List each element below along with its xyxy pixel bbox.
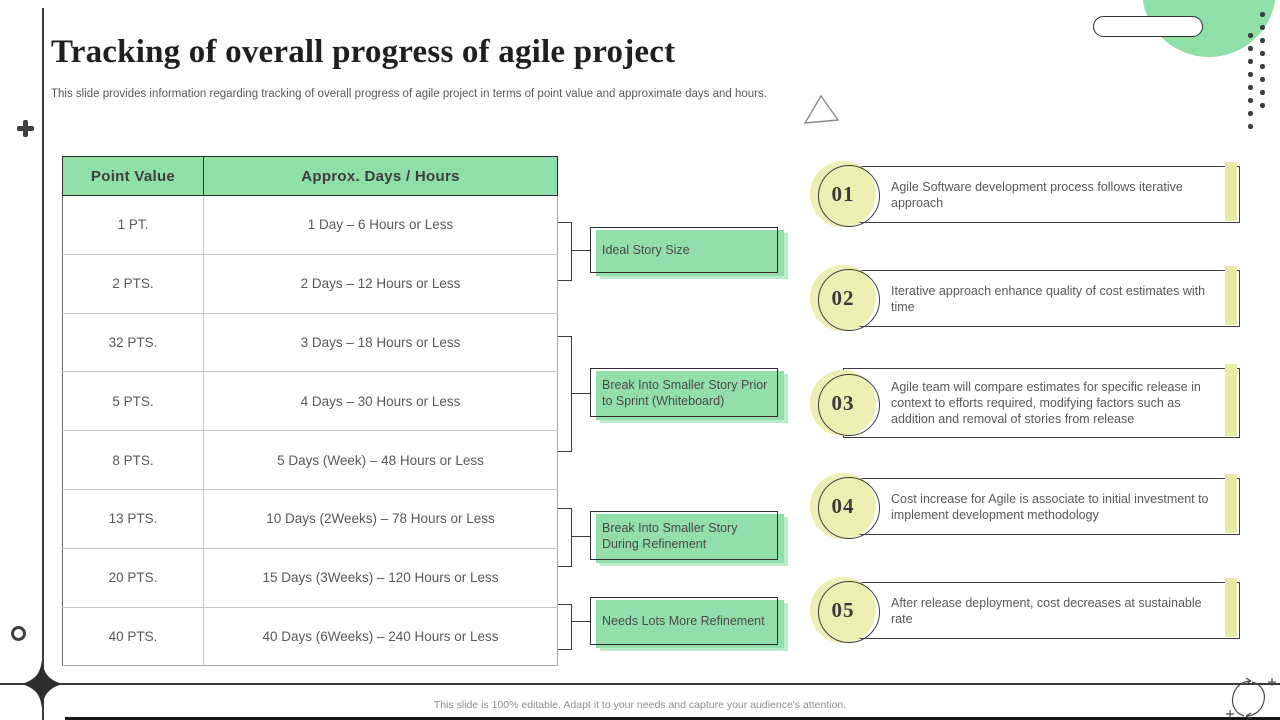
- label-fill: [596, 371, 784, 420]
- cell-point-value: 8 PTS.: [62, 430, 204, 490]
- point-value-table: Point Value Approx. Days / Hours 1 PT.1 …: [62, 156, 558, 667]
- table-header-days-hours: Approx. Days / Hours: [203, 156, 558, 196]
- cell-point-value: 13 PTS.: [62, 488, 204, 549]
- connector-label-1: [571, 250, 590, 252]
- dot-decoration: [1248, 111, 1253, 116]
- cell-days-hours: 40 Days (6Weeks) – 240 Hours or Less: [203, 606, 558, 667]
- point-badge-outline: [818, 581, 880, 643]
- table-header-point-value: Point Value: [62, 156, 204, 196]
- point-text: After release deployment, cost decreases…: [891, 595, 1202, 626]
- cell-point-value: 2 PTS.: [62, 253, 204, 314]
- label-ideal-story-size: Ideal Story Size: [590, 227, 788, 279]
- dot-decoration: [1248, 98, 1253, 103]
- footer-note: This slide is 100% editable. Adapt it to…: [433, 699, 847, 711]
- point-box-01: Agile Software development process follo…: [843, 162, 1240, 223]
- pill-outline-decoration: [1093, 16, 1203, 37]
- ring-icon: [11, 626, 26, 641]
- label-fill: [596, 230, 784, 276]
- dot-decoration: [1260, 64, 1265, 69]
- table-row: 2 PTS.2 Days – 12 Hours or Less: [62, 253, 558, 314]
- cell-point-value: 40 PTS.: [62, 606, 204, 667]
- dot-decoration: [1260, 51, 1265, 56]
- dot-decoration: [1260, 103, 1265, 108]
- point-text: Iterative approach enhance quality of co…: [891, 283, 1206, 314]
- page-subtitle: This slide provides information regardin…: [51, 88, 767, 100]
- point-box-05: After release deployment, cost decreases…: [843, 578, 1240, 639]
- connector-label-2: [571, 393, 590, 395]
- connector-label-3: [571, 536, 590, 538]
- cell-point-value: 1 PT.: [62, 195, 204, 255]
- cell-days-hours: 3 Days – 18 Hours or Less: [203, 312, 558, 373]
- label-break-during-refinement: Break Into Smaller Story During Refineme…: [590, 511, 788, 566]
- bracket-rows-6-7: [558, 508, 572, 567]
- cell-days-hours: 5 Days (Week) – 48 Hours or Less: [203, 430, 558, 490]
- label-text: Break Into Smaller Story During Refineme…: [602, 520, 738, 551]
- cell-point-value: 32 PTS.: [62, 312, 204, 373]
- dot-decoration: [1248, 59, 1253, 64]
- point-text: Agile Software development process follo…: [891, 179, 1183, 210]
- table-row: 1 PT.1 Day – 6 Hours or Less: [62, 195, 558, 255]
- table-row: 40 PTS.40 Days (6Weeks) – 240 Hours or L…: [62, 606, 558, 667]
- table-row: 32 PTS.3 Days – 18 Hours or Less: [62, 312, 558, 373]
- table-row: 13 PTS.10 Days (2Weeks) – 78 Hours or Le…: [62, 488, 558, 549]
- cycle-arrows-icon: [1226, 677, 1276, 720]
- dot-decoration: [1248, 124, 1253, 129]
- point-text: Cost increase for Agile is associate to …: [891, 491, 1209, 522]
- label-text: Needs Lots More Refinement: [602, 614, 765, 628]
- dot-decoration: [1248, 46, 1253, 51]
- point-strip: [1225, 364, 1237, 436]
- point-strip: [1225, 266, 1237, 325]
- cell-days-hours: 1 Day – 6 Hours or Less: [203, 195, 558, 255]
- plus-icon: [17, 120, 34, 137]
- point-badge-outline: [818, 374, 880, 436]
- dot-decoration: [1260, 12, 1265, 17]
- label-text: Ideal Story Size: [602, 243, 690, 257]
- cell-point-value: 5 PTS.: [62, 371, 204, 432]
- label-text: Break Into Smaller Story Prior to Sprint…: [602, 377, 768, 408]
- point-text: Agile team will compare estimates for sp…: [891, 380, 1201, 426]
- label-break-prior-sprint: Break Into Smaller Story Prior to Sprint…: [590, 368, 788, 423]
- dot-decoration: [1248, 72, 1253, 77]
- cell-days-hours: 4 Days – 30 Hours or Less: [203, 371, 558, 432]
- point-strip: [1225, 162, 1237, 221]
- vertical-rule: [42, 8, 44, 720]
- dot-decoration: [1260, 90, 1265, 95]
- cell-days-hours: 10 Days (2Weeks) – 78 Hours or Less: [203, 488, 558, 549]
- bracket-rows-3-5: [558, 336, 572, 452]
- sparkle-star-icon: [22, 660, 62, 708]
- cell-days-hours: 2 Days – 12 Hours or Less: [203, 253, 558, 314]
- point-box-03: Agile team will compare estimates for sp…: [843, 364, 1240, 438]
- label-needs-more-refinement: Needs Lots More Refinement: [590, 597, 788, 651]
- dot-decoration: [1248, 85, 1253, 90]
- point-badge-outline: [818, 477, 880, 539]
- dot-decoration: [1248, 33, 1253, 38]
- dot-decoration: [1260, 77, 1265, 82]
- point-badge-outline: [818, 269, 880, 331]
- bracket-row-8: [558, 604, 572, 650]
- label-fill: [596, 600, 784, 648]
- table-row: 5 PTS.4 Days – 30 Hours or Less: [62, 371, 558, 432]
- bracket-rows-1-2: [558, 222, 572, 281]
- triangle-icon: [803, 94, 840, 124]
- dot-decoration: [1260, 25, 1265, 30]
- cell-point-value: 20 PTS.: [62, 547, 204, 608]
- page-title: Tracking of overall progress of agile pr…: [51, 34, 676, 70]
- table-row: 20 PTS.15 Days (3Weeks) – 120 Hours or L…: [62, 547, 558, 608]
- bottom-black-bar: [65, 717, 1280, 720]
- table-row: 8 PTS.5 Days (Week) – 48 Hours or Less: [62, 430, 558, 490]
- point-strip: [1225, 474, 1237, 533]
- connector-label-4: [571, 621, 590, 623]
- dot-decoration: [1260, 38, 1265, 43]
- cell-days-hours: 15 Days (3Weeks) – 120 Hours or Less: [203, 547, 558, 608]
- point-box-02: Iterative approach enhance quality of co…: [843, 266, 1240, 327]
- point-box-04: Cost increase for Agile is associate to …: [843, 474, 1240, 535]
- label-fill: [596, 514, 784, 563]
- horizontal-rule: [0, 683, 1280, 685]
- point-badge-outline: [818, 165, 880, 227]
- point-strip: [1225, 578, 1237, 637]
